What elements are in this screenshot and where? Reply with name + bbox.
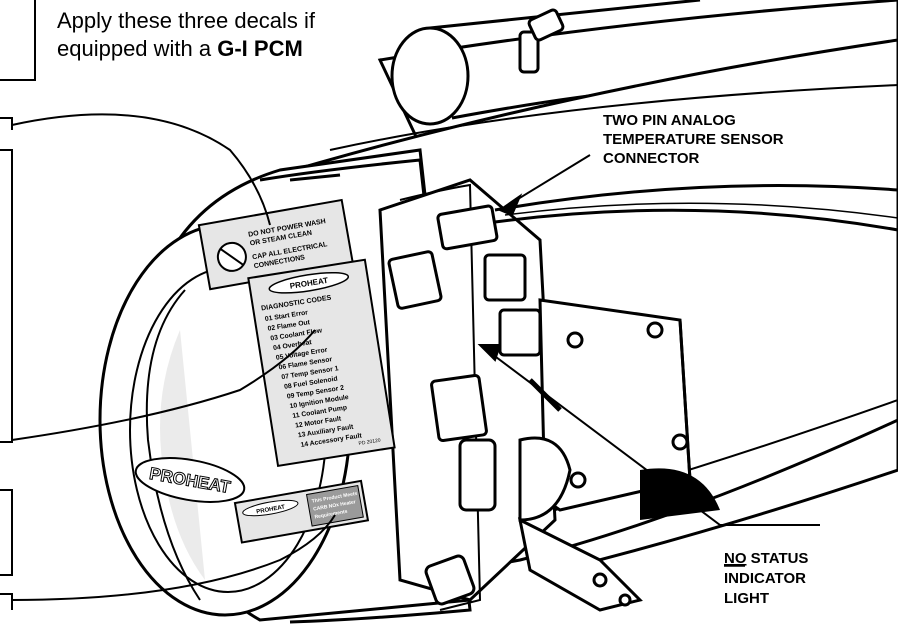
instruction-model-name: G-I PCM (217, 36, 303, 61)
status-callout-line-1: NO STATUS (724, 550, 808, 567)
controller-assembly (378, 178, 898, 612)
instruction-line-2-prefix: equipped with a (57, 36, 217, 61)
instruction-line-1: Apply these three decals if (57, 8, 316, 33)
elbow-pipe (390, 0, 701, 126)
sensor-callout-line-2: TEMPERATURE SENSOR (603, 131, 784, 148)
end-cap-logo: PROHEAT (134, 457, 246, 503)
compliance-line-3: Requirements (314, 509, 348, 521)
shroud-band (259, 158, 472, 624)
status-no-word: NO (724, 550, 747, 567)
instruction-line-2: equipped with a G-I PCM (57, 36, 303, 61)
status-callout-line-2: INDICATOR (724, 570, 806, 587)
left-brackets (0, 0, 36, 610)
diagnostic-part-no: PD 20120 (358, 438, 381, 447)
compliance-brand: PROHEAT (256, 504, 286, 515)
leader-lines (11, 113, 336, 601)
sensor-callout-line-1: TWO PIN ANALOG (603, 112, 736, 129)
sensor-callout-line-3: CONNECTOR (603, 150, 700, 167)
status-callout-rest: STATUS (747, 550, 809, 567)
compliance-decal: PROHEAT This Product Meets CARB NOx Heat… (233, 479, 370, 544)
diagnostic-decal: PROHEAT DIAGNOSTIC CODES 01 Start Error0… (247, 258, 396, 468)
callout-leaders (477, 154, 820, 526)
status-callout-line-3: LIGHT (724, 590, 769, 607)
